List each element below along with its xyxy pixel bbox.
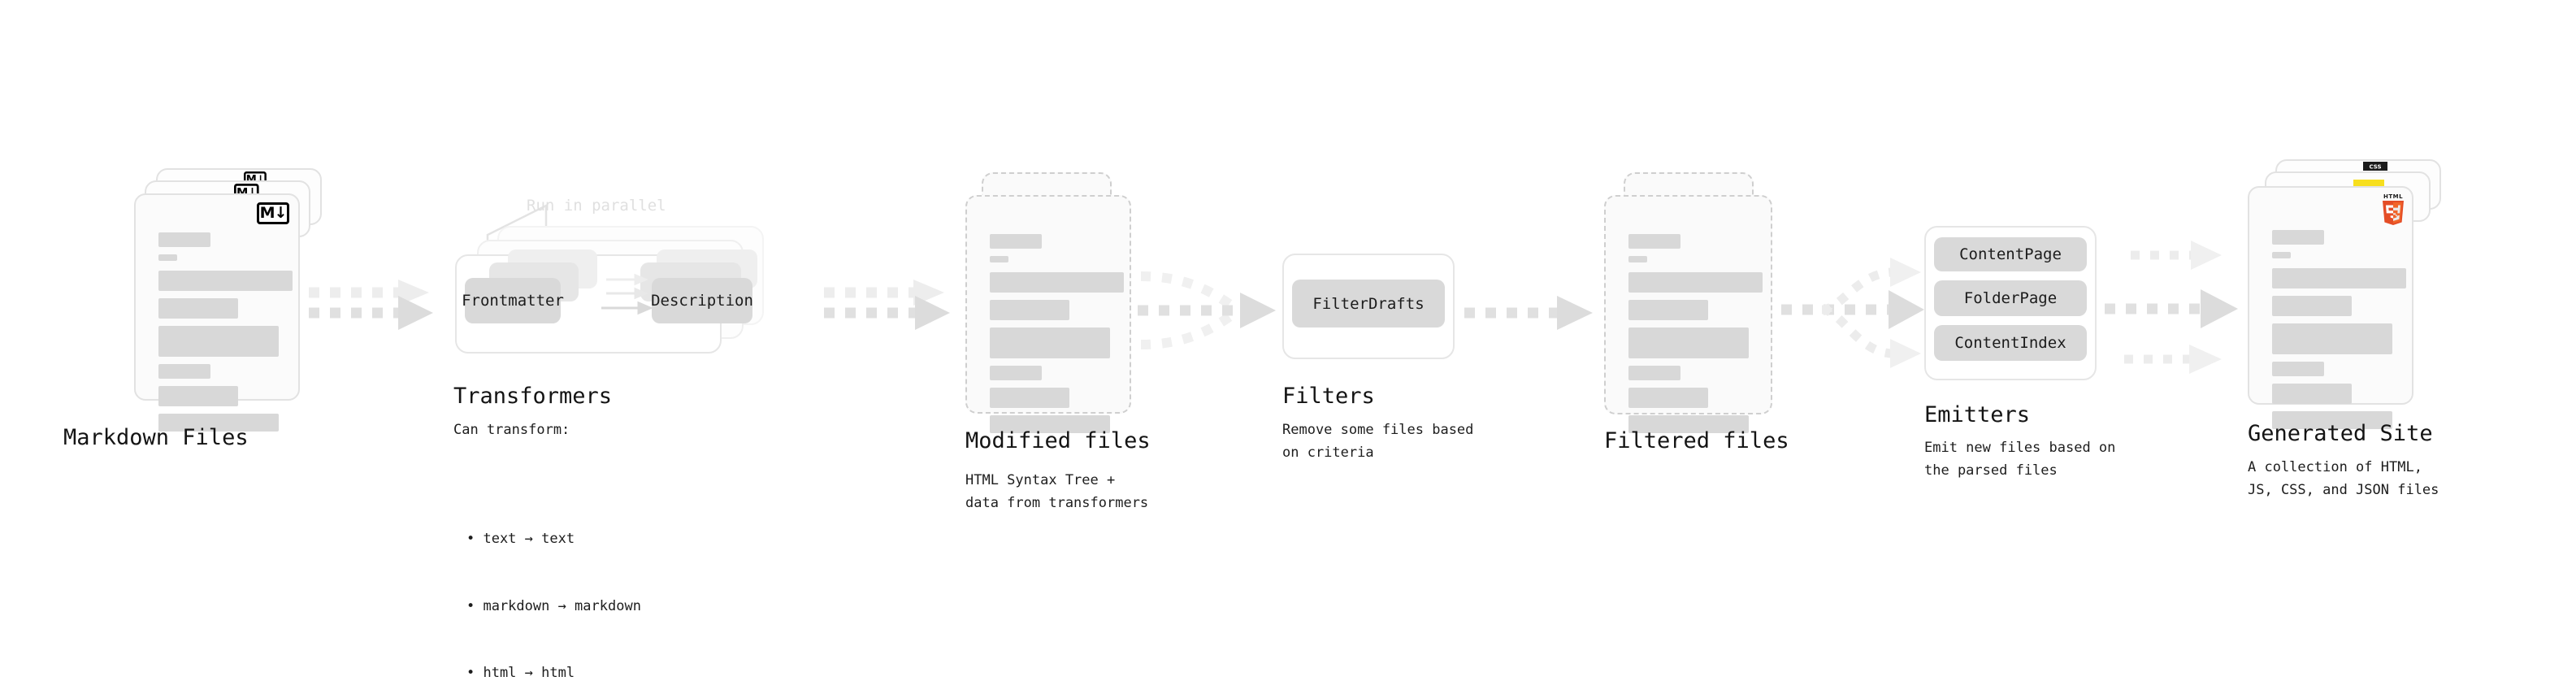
transformers-title: Transformers — [453, 384, 613, 409]
svg-text:CSS: CSS — [2369, 164, 2381, 171]
emitters-chip-contentindex[interactable]: ContentIndex — [1934, 325, 2087, 361]
modified-files-title: Modified files — [965, 428, 1151, 453]
generated-site-description: A collection of HTML, JS, CSS, and JSON … — [2248, 459, 2439, 498]
transformer-chip-description[interactable]: Description — [651, 278, 753, 323]
markdown-files-title: Markdown Files — [63, 425, 249, 450]
transformers-bullet-0: • text → text — [466, 531, 575, 548]
filtered-files-title: Filtered files — [1604, 428, 1789, 453]
site-card-content — [2272, 230, 2406, 436]
modified-card-front — [965, 195, 1131, 433]
arrow-transformers-to-modified — [822, 275, 956, 333]
transformers-bullets: • text → text • markdown → markdown • ht… — [466, 439, 641, 681]
filtered-card-content — [1628, 234, 1763, 440]
transformer-inner-arrows — [601, 271, 712, 328]
filters-chip-filterdrafts[interactable]: FilterDrafts — [1292, 280, 1445, 327]
markdown-card-front — [134, 193, 300, 432]
arrow-filters-to-filtered — [1463, 293, 1599, 335]
transformers-description: Can transform: — [453, 422, 570, 438]
arrow-modified-to-filters — [1136, 268, 1290, 354]
filtered-card-front — [1604, 195, 1772, 433]
arrow-markdown-to-transformers — [307, 275, 437, 333]
emitters-title: Emitters — [1924, 402, 2031, 427]
markdown-card-content — [158, 232, 293, 439]
arrow-filtered-to-emitters — [1780, 240, 1942, 380]
markdown-icon: M↓ — [257, 202, 289, 224]
modified-card-content — [990, 234, 1124, 440]
filters-title: Filters — [1282, 384, 1375, 409]
modified-files-description: HTML Syntax Tree + data from transformer… — [965, 472, 1149, 511]
run-in-parallel-label: Run in parallel — [527, 197, 666, 215]
arrow-emitters-to-site — [2103, 236, 2259, 380]
emitters-chip-folderpage[interactable]: FolderPage — [1934, 280, 2087, 316]
transformers-bullet-1: • markdown → markdown — [466, 597, 641, 614]
svg-text:HTML: HTML — [2383, 193, 2403, 200]
generated-site-title: Generated Site — [2248, 421, 2433, 446]
transformer-chip-frontmatter[interactable]: Frontmatter — [462, 278, 564, 323]
emitters-description: Emit new files based on the parsed files — [1924, 440, 2116, 479]
emitters-chip-contentpage[interactable]: ContentPage — [1934, 237, 2087, 271]
html5-icon: HTML — [2380, 192, 2406, 226]
transformers-bullet-2: • html → html — [466, 665, 575, 681]
filters-description: Remove some files based on criteria — [1282, 422, 1474, 461]
